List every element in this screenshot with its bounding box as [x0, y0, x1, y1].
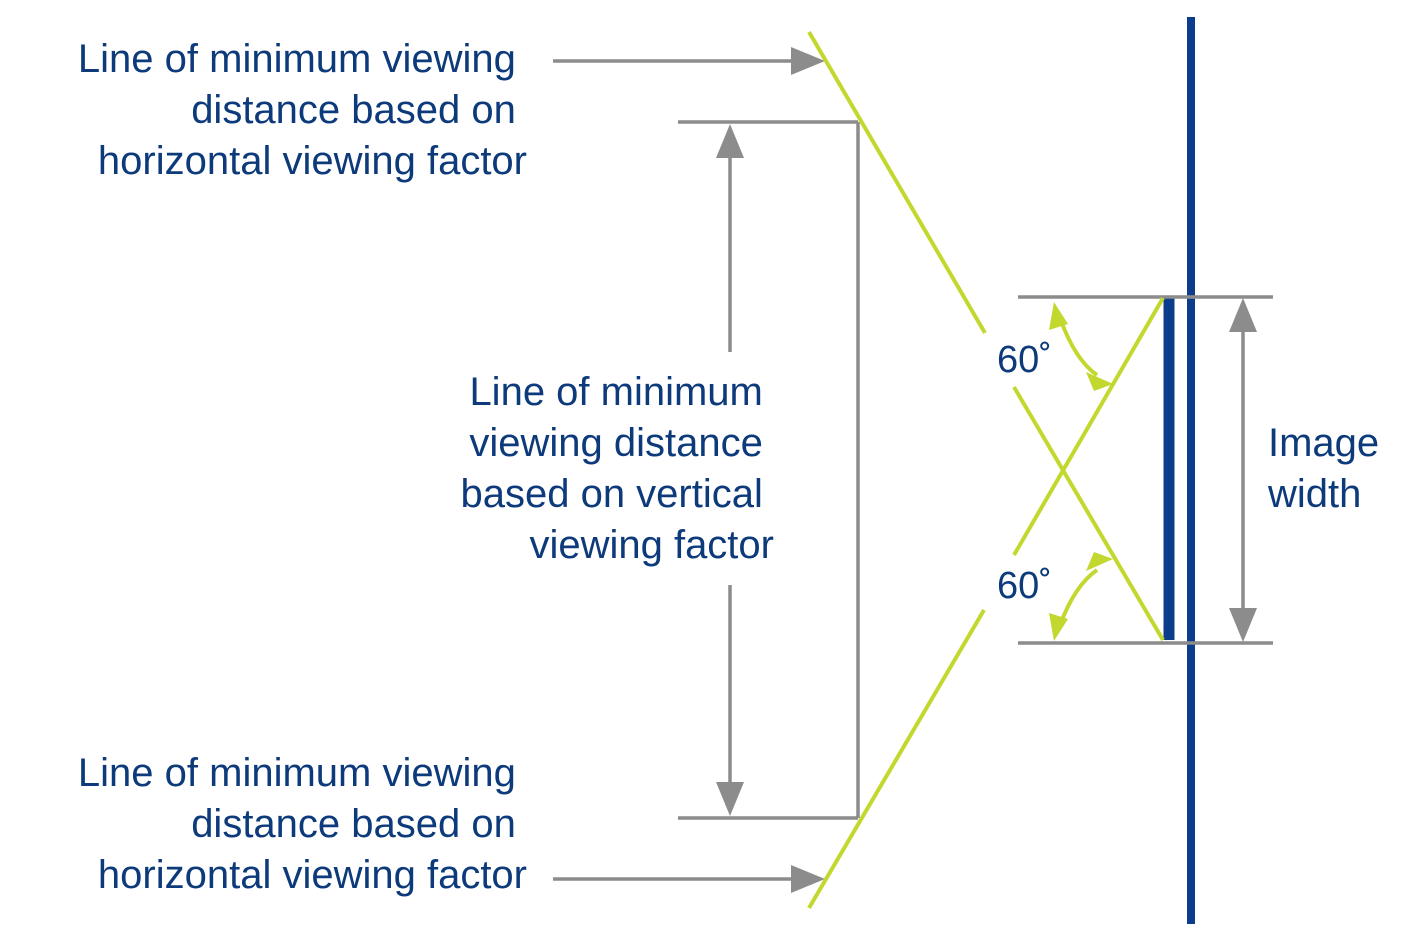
lower-angle-arc [1058, 568, 1099, 626]
image-width-label: Image width [1267, 421, 1390, 516]
upper-angle-arrowhead-top [1049, 302, 1068, 330]
upper-angle-arrowhead-bottom [1086, 372, 1113, 391]
sightline-top-outer-far [807, 30, 987, 335]
bottom-pointer-arrowhead [791, 865, 825, 893]
image-width-arrow-up [1229, 298, 1257, 332]
lower-angle-label: 60˚ [997, 565, 1052, 607]
sightline-bottom-outer-far [807, 608, 986, 910]
top-pointer-arrowhead [791, 47, 825, 75]
upper-angle-label: 60˚ [997, 339, 1052, 381]
vertical-dimension-arrow-down [716, 782, 744, 816]
vertical-dimension-arrow-up [716, 124, 744, 158]
bottom-horizontal-label: Line of minimum viewing distance based o… [78, 751, 527, 897]
sightline-bottom-outer [1012, 296, 1165, 557]
sightline-top-outer [1012, 385, 1165, 642]
upper-angle-arc [1058, 317, 1099, 377]
lower-angle-arrowhead-bottom [1049, 613, 1068, 641]
vertical-label: Line of minimum viewing distance based o… [460, 370, 774, 567]
image-width-arrow-down [1229, 608, 1257, 642]
top-horizontal-label: Line of minimum viewing distance based o… [78, 37, 527, 183]
lower-angle-arrowhead-top [1086, 552, 1113, 571]
